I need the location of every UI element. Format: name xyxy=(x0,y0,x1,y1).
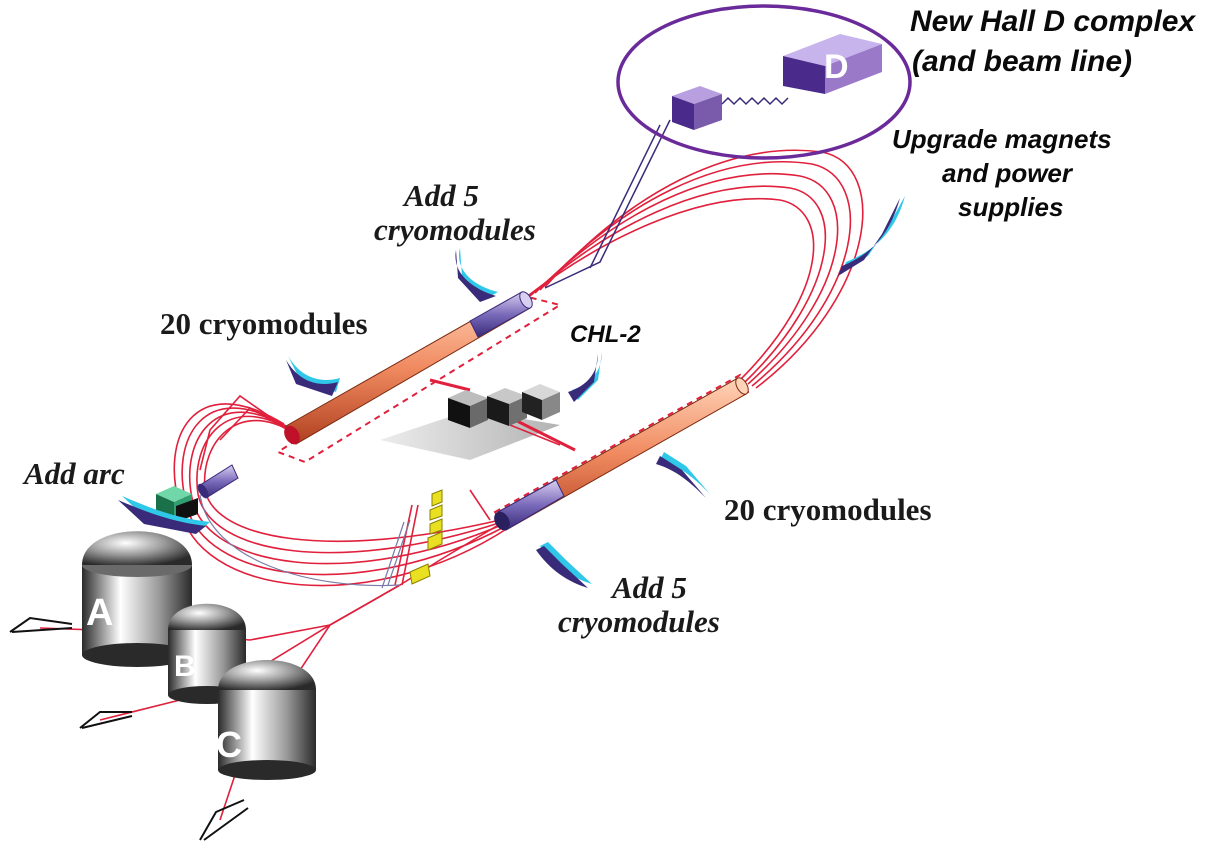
pointer-arrows xyxy=(118,196,905,588)
hall-c-letter: C xyxy=(216,724,242,765)
switchyard-magnets xyxy=(409,489,443,585)
beam-dumps xyxy=(9,616,249,841)
hall-d-letter: D xyxy=(824,48,849,86)
extraction-lines xyxy=(199,494,411,589)
west-injector xyxy=(197,464,239,499)
hall-d-building xyxy=(783,34,882,94)
add5-bottom-line2: cryomodules xyxy=(558,604,720,639)
add-arc-label: Add arc xyxy=(24,456,125,491)
chl2-label: CHL-2 xyxy=(570,321,641,348)
beamline-arcs xyxy=(39,149,864,821)
hall-d-ellipse xyxy=(616,4,912,160)
add5-bottom-line1: Add 5 xyxy=(612,570,687,605)
add5-top-line2: cryomodules xyxy=(374,212,536,247)
cryo20-right-label: 20 cryomodules xyxy=(724,492,932,527)
cryo20-left-label: 20 cryomodules xyxy=(160,306,368,341)
upgrade-label-line1: Upgrade magnets xyxy=(892,124,1112,154)
upgrade-label-line3: supplies xyxy=(958,192,1064,222)
hall-d-tagger xyxy=(672,86,722,130)
hall-d-title-line2: (and beam line) xyxy=(912,45,1133,78)
upgrade-label-line2: and power xyxy=(942,158,1073,188)
hall-b-letter: B xyxy=(174,650,196,683)
hall-d-photon-line xyxy=(721,96,789,106)
add5-top-line1: Add 5 xyxy=(404,178,479,213)
hall-d-title-line1: New Hall D complex xyxy=(910,5,1196,38)
hall-d-beamline xyxy=(544,119,671,289)
north-linac xyxy=(284,291,533,445)
hall-a-letter: A xyxy=(86,592,114,634)
south-linac xyxy=(494,377,749,531)
add-arc-block xyxy=(156,486,198,522)
chl2-plant xyxy=(380,378,576,460)
hall-c xyxy=(218,660,316,780)
